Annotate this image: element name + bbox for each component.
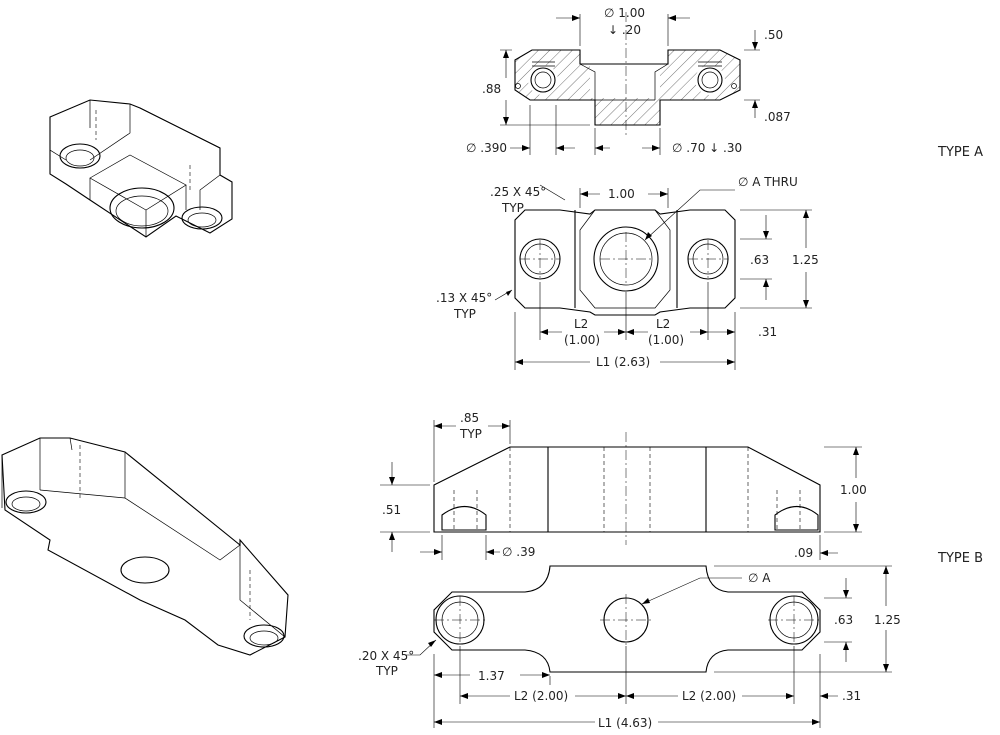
l2-left-value-label: (1.00): [564, 333, 600, 347]
chamfer-b-typ-label: TYP: [375, 664, 398, 678]
elevation-height-label: 1.00: [840, 483, 867, 497]
chamfer-corner-typ-label: TYP: [453, 307, 476, 321]
elevation-left-height-label: .51: [382, 503, 401, 517]
plan-b-small-height-label: .63: [834, 613, 853, 627]
center-width-label: 1.00: [608, 187, 635, 201]
type-b-label: TYPE B: [937, 551, 983, 566]
section-dimensions-type-a: [500, 14, 760, 155]
l1-type-b-label: L1 (4.63): [598, 716, 652, 730]
isometric-view-type-b: [1, 437, 289, 656]
isometric-view-type-a: [49, 99, 233, 238]
chamfer-corner-label: .13 X 45°: [436, 291, 492, 305]
plan-view-type-a: [514, 209, 736, 316]
l2-left-label: L2: [574, 317, 588, 331]
plan-b-edge-label: .31: [842, 689, 861, 703]
elevation-hole-diameter-label: ∅ .39: [502, 545, 535, 559]
section-view-type-a: [514, 12, 741, 135]
chamfer-length-label: .85: [460, 411, 479, 425]
plan-view-type-b: [433, 565, 821, 673]
a-diameter-label: ∅ A: [748, 571, 771, 585]
l1-type-a-label: L1 (2.63): [596, 355, 650, 369]
elevation-bottom-label: .09: [794, 546, 813, 560]
chamfer-length-typ-label: TYP: [459, 427, 482, 441]
plan-a-edge-label: .31: [758, 325, 777, 339]
top-height-label: .50: [764, 28, 783, 42]
plan-b-total-height-label: 1.25: [874, 613, 901, 627]
plan-a-small-height-label: .63: [750, 253, 769, 267]
elevation-view-type-b: [433, 432, 821, 545]
chamfer-top-typ-label: TYP: [501, 201, 524, 215]
bottom-bore-label: ∅ .70 ↓ .30: [672, 141, 742, 155]
dimension-labels: TYPE A TYPE B ∅ 1.00 ↓ .20 .50 .88 .087 …: [358, 6, 983, 730]
offset-label: 1.37: [478, 669, 505, 683]
bore-diameter-label: ∅ 1.00: [604, 6, 645, 20]
chamfer-b-label: .20 X 45°: [358, 649, 414, 663]
elevation-dimensions-type-b: [380, 420, 862, 560]
l2-b-right-label: L2 (2.00): [682, 689, 736, 703]
bore-depth-label: ↓ .20: [608, 23, 641, 37]
chamfer-top-label: .25 X 45°: [490, 185, 546, 199]
l2-right-value-label: (1.00): [648, 333, 684, 347]
l2-b-left-label: L2 (2.00): [514, 689, 568, 703]
section-height-label: .88: [482, 82, 501, 96]
plan-dimensions-type-a: [494, 184, 812, 370]
small-step-label: .087: [764, 110, 791, 124]
hole-diameter-label: ∅ .390: [466, 141, 507, 155]
a-thru-label: ∅ A THRU: [738, 175, 798, 189]
type-a-label: TYPE A: [937, 145, 983, 160]
plan-a-total-height-label: 1.25: [792, 253, 819, 267]
l2-right-label: L2: [656, 317, 670, 331]
plan-dimensions-type-b: [405, 565, 892, 728]
